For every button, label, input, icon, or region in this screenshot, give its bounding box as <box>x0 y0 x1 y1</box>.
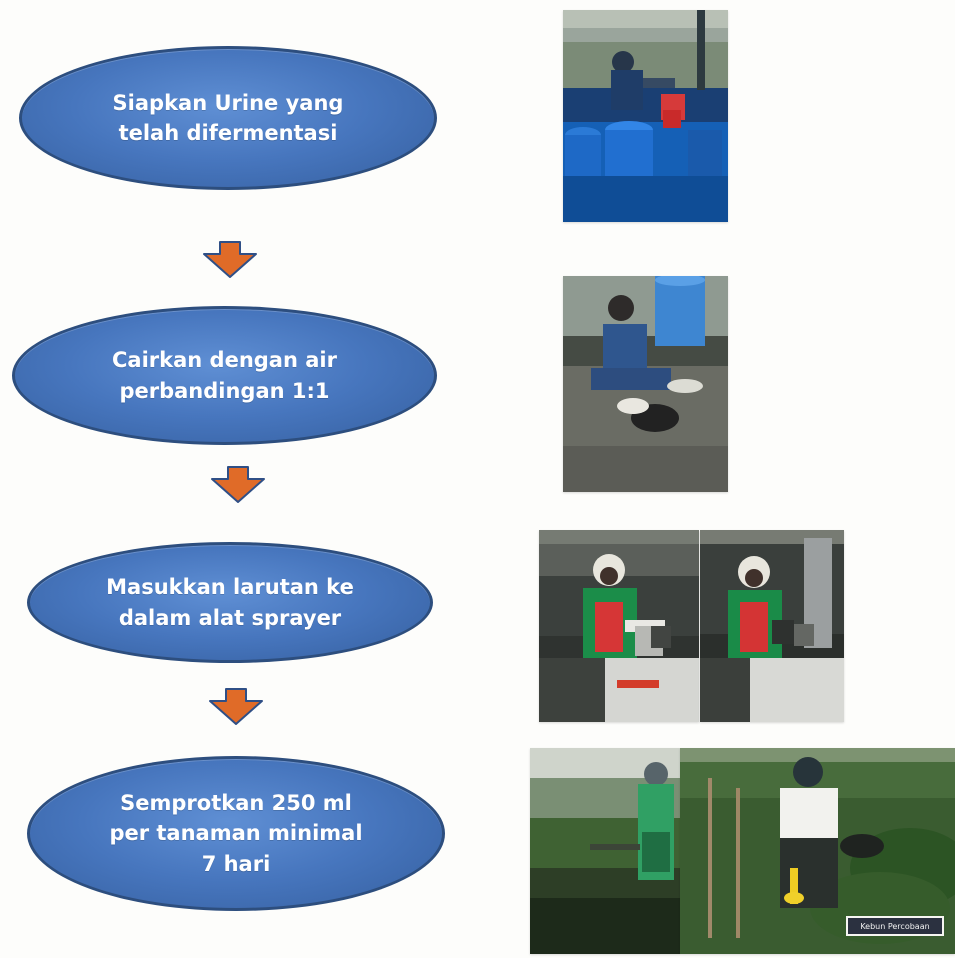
photo-filling-sprayer-right <box>700 530 844 722</box>
step-2-label: Cairkan dengan air perbandingan 1:1 <box>112 348 337 403</box>
garden-sign-text: Kebun Percobaan <box>860 922 929 931</box>
step-4-label: Semprotkan 250 ml per tanaman minimal 7 … <box>109 790 363 876</box>
down-arrow-icon <box>203 241 257 278</box>
photo-spraying-plants-left <box>530 748 680 954</box>
step-1-ellipse: Siapkan Urine yang telah difermentasi <box>19 46 437 190</box>
photo-filling-sprayer-left <box>539 530 699 722</box>
step-3-label: Masukkan larutan ke dalam alat sprayer <box>106 575 354 630</box>
photo-diluting-with-water <box>563 276 728 492</box>
down-arrow-icon <box>209 688 263 725</box>
step-3-ellipse: Masukkan larutan ke dalam alat sprayer <box>27 542 433 663</box>
down-arrow-icon <box>211 466 265 503</box>
photo-spraying-plants-right: Kebun Percobaan <box>680 748 955 954</box>
step-4-ellipse: Semprotkan 250 ml per tanaman minimal 7 … <box>27 756 445 911</box>
step-1-label: Siapkan Urine yang telah difermentasi <box>112 90 344 145</box>
step-2-ellipse: Cairkan dengan air perbandingan 1:1 <box>12 306 437 445</box>
photo-fermented-urine <box>563 10 728 222</box>
